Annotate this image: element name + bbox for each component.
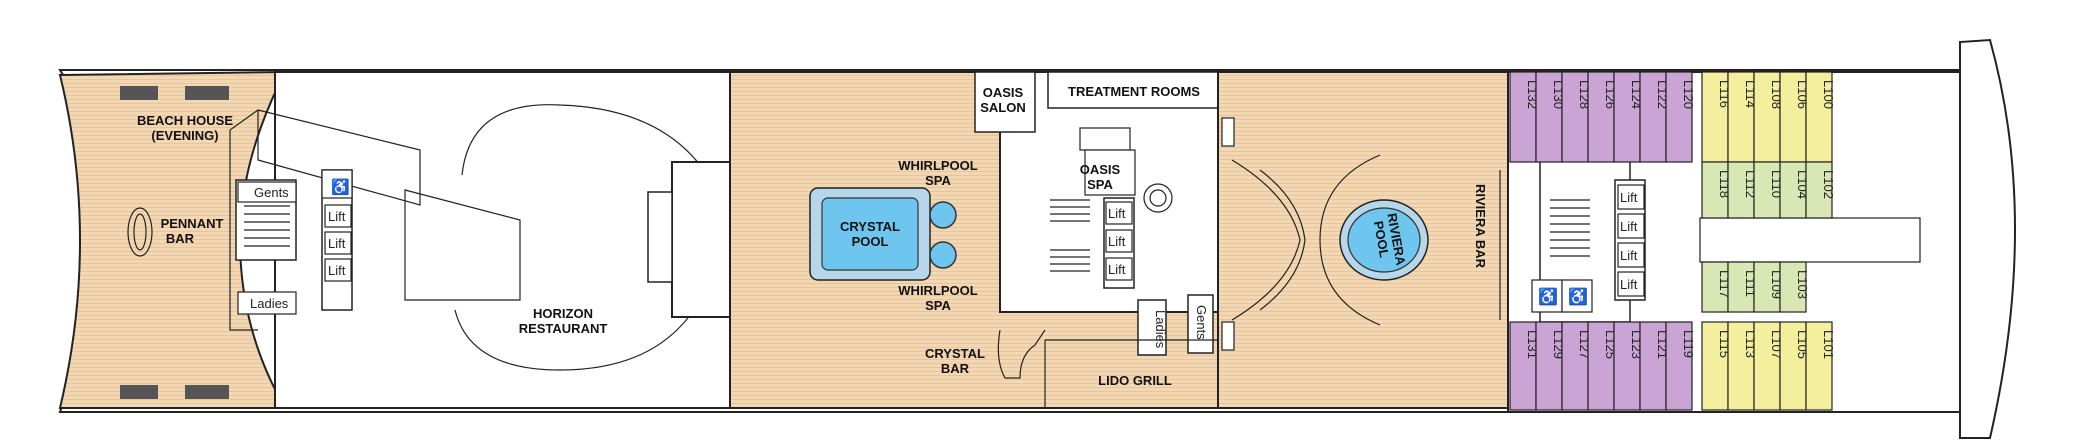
oasis-salon-sublabel: SALON <box>980 100 1026 115</box>
lift-spa-1: Lift <box>1108 206 1126 221</box>
lift-aft-2: Lift <box>328 236 346 251</box>
cabin-L112 <box>1727 161 1755 219</box>
cabin-L101 <box>1805 321 1833 411</box>
aft-facilities <box>229 109 353 331</box>
cabin-L111 <box>1727 261 1755 313</box>
whirlpool-spa-bottom-label: WHIRLPOOL <box>898 283 977 298</box>
lift-spa-3: Lift <box>1108 262 1126 277</box>
spa-complex <box>974 71 1221 408</box>
cabin-label-L102: L102 <box>1821 170 1836 199</box>
gents-spa-label: Gents <box>1194 305 1209 340</box>
whirlpool-spa-bottom-sublabel: SPA <box>925 298 951 313</box>
lift-fwd-3: Lift <box>1620 248 1638 263</box>
crystal-pool-sublabel: POOL <box>852 234 889 249</box>
oasis-spa-sublabel: SPA <box>1087 177 1113 192</box>
cabin-label-L120: L120 <box>1681 80 1696 109</box>
cabin-L131 <box>1509 321 1537 411</box>
whirlpool-top <box>929 201 957 229</box>
cabin-L113 <box>1727 321 1755 411</box>
beach-house-label: BEACH HOUSE <box>137 113 233 128</box>
pennant-bar-counter <box>127 207 153 257</box>
cabin-L100 <box>1805 71 1833 163</box>
lift-aft-1: Lift <box>328 209 346 224</box>
pennant-bar-sublabel: BAR <box>166 231 195 246</box>
pennant-bar-label: PENNANT <box>161 216 224 231</box>
horizon-restaurant-label: HORIZON <box>533 306 593 321</box>
riviera-pool-deck <box>1217 71 1509 409</box>
cabin-L103 <box>1779 261 1807 313</box>
riviera-pool-sublabel: POOL <box>1371 220 1392 259</box>
cabin-L118 <box>1701 161 1729 219</box>
cabin-L122 <box>1639 71 1667 163</box>
cabin-L123 <box>1613 321 1641 411</box>
cabin-L114 <box>1727 71 1755 163</box>
beach-house-sublabel: (EVENING) <box>151 128 218 143</box>
hull-outline <box>58 38 2016 439</box>
cabin-label-L103: L103 <box>1795 270 1810 299</box>
cabin-L105 <box>1779 321 1807 411</box>
lido-grill-label: LIDO GRILL <box>1098 373 1172 388</box>
lift-fwd-4: Lift <box>1620 277 1638 292</box>
wheelchair-icon: ♿ <box>1568 287 1588 306</box>
cabin-L119 <box>1665 321 1693 411</box>
crystal-pool <box>821 197 919 271</box>
lift-aft-3: Lift <box>328 263 346 278</box>
cabin-L117 <box>1701 261 1729 313</box>
cabin-L115 <box>1701 321 1729 411</box>
ladies-aft-label: Ladies <box>250 296 289 311</box>
gents-aft-label: Gents <box>254 185 289 200</box>
whirlpool-bottom <box>929 241 957 269</box>
cabin-label-L100: L100 <box>1821 80 1836 109</box>
oasis-spa-label: OASIS <box>1080 162 1121 177</box>
cabin-L120 <box>1665 71 1693 163</box>
lift-fwd-1: Lift <box>1620 190 1638 205</box>
crystal-bar-label: CRYSTAL <box>925 346 985 361</box>
spiral-stair <box>1143 183 1173 213</box>
aft-deck-area <box>58 70 287 409</box>
crystal-pool-label: CRYSTAL <box>840 219 900 234</box>
whirlpool-spa-top-label: WHIRLPOOL <box>898 158 977 173</box>
treatment-rooms-label: TREATMENT ROOMS <box>1068 84 1200 99</box>
cabin-L104 <box>1779 161 1807 219</box>
cabin-L109 <box>1753 261 1781 313</box>
lounger-icons <box>120 86 229 399</box>
cabin-L128 <box>1561 71 1589 163</box>
horizon-restaurant-sublabel: RESTAURANT <box>519 321 608 336</box>
cabin-L102 <box>1805 161 1833 219</box>
cabin-label-L119: L119 <box>1681 330 1696 358</box>
lift-fwd-2: Lift <box>1620 219 1638 234</box>
cabin-L129 <box>1535 321 1563 411</box>
cabin-L108 <box>1753 71 1781 163</box>
wheelchair-icon: ♿ <box>1538 287 1558 306</box>
riviera-bar-label: RIVIERA BAR <box>1473 184 1488 269</box>
cabin-label-L101: L101 <box>1821 330 1836 359</box>
riviera-pool <box>1347 207 1421 273</box>
oasis-salon-label: OASIS <box>983 85 1024 100</box>
cabin-L107 <box>1753 321 1781 411</box>
cabin-L127 <box>1561 321 1589 411</box>
lift-spa-2: Lift <box>1108 234 1126 249</box>
cabin-L130 <box>1535 71 1563 163</box>
cabin-L124 <box>1613 71 1641 163</box>
crystal-bar-sublabel: BAR <box>941 361 970 376</box>
cabin-L126 <box>1587 71 1615 163</box>
wheelchair-icon: ♿ <box>331 178 350 196</box>
whirlpool-spa-top-sublabel: SPA <box>925 173 951 188</box>
ladies-spa-label: Ladies <box>1153 310 1168 349</box>
